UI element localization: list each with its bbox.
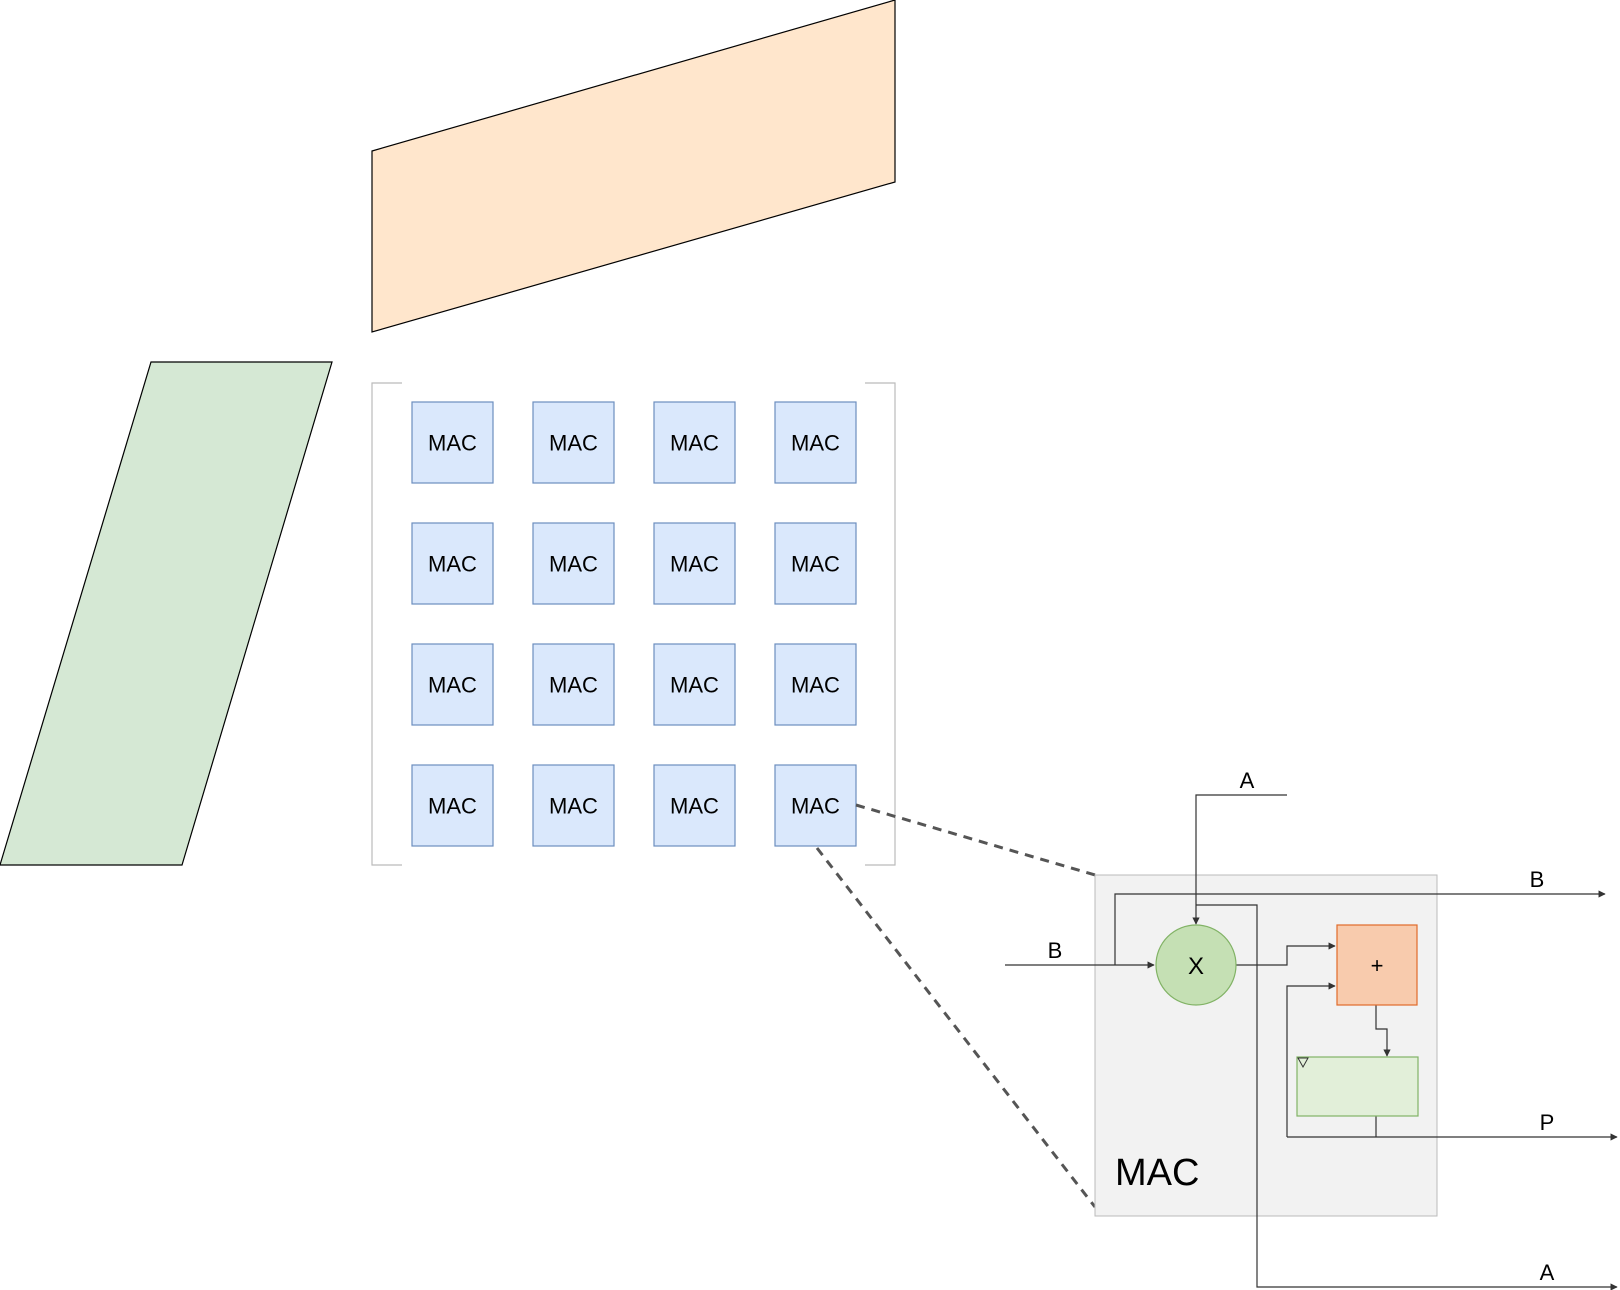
mac-wires	[1005, 794, 1618, 1290]
mac-cell-label: MAC	[670, 552, 719, 577]
mac-cell-box	[774, 522, 857, 605]
multiplier-symbol: X	[1188, 953, 1204, 980]
mac-cell: MAC	[653, 522, 736, 605]
mac-cell-box	[532, 764, 615, 847]
mac-cell-label: MAC	[791, 673, 840, 698]
mac-cell-label: MAC	[428, 552, 477, 577]
mac-cell-box	[532, 401, 615, 484]
signal-b-out-label: B	[1530, 867, 1545, 892]
zoom-lines	[815, 803, 1097, 1208]
mac-cell: MAC	[411, 522, 494, 605]
mac-cell: MAC	[532, 401, 615, 484]
mac-cell-label: MAC	[549, 673, 598, 698]
mac-cell: MAC	[653, 764, 736, 847]
mac-cell-box	[411, 401, 494, 484]
mac-cell-label: MAC	[670, 673, 719, 698]
mac-cell: MAC	[653, 643, 736, 726]
signal-a-out-label: A	[1540, 1260, 1555, 1285]
mac-cell: MAC	[532, 643, 615, 726]
mac-cell-label: MAC	[549, 794, 598, 819]
mac-cell-box	[532, 522, 615, 605]
mac-cell: MAC	[774, 764, 857, 847]
mac-grid: MAC MAC MAC MAC MAC MAC MAC MAC MAC MAC MAC MAC MAC M…	[411, 401, 857, 847]
mac-cell-label: MAC	[670, 431, 719, 456]
mac-cell-label: MAC	[791, 552, 840, 577]
mac-cell-box	[774, 643, 857, 726]
multiplier-node	[1155, 924, 1237, 1006]
left-input-matrix	[0, 361, 333, 866]
top-input-matrix	[371, 0, 896, 333]
mac-cell-box	[653, 764, 736, 847]
mac-detail-title: MAC	[1115, 1152, 1199, 1194]
mac-cell-box	[411, 522, 494, 605]
mac-cell: MAC	[653, 401, 736, 484]
mac-cell-label: MAC	[428, 794, 477, 819]
mac-cell-label: MAC	[791, 794, 840, 819]
mac-cell-box	[411, 643, 494, 726]
mac-cell-label: MAC	[670, 794, 719, 819]
mac-cell-box	[532, 643, 615, 726]
mac-cell-label: MAC	[791, 431, 840, 456]
mac-cell-box	[653, 643, 736, 726]
clock-triangle-icon	[1297, 1057, 1309, 1069]
adder-block	[1336, 924, 1418, 1006]
signal-a-in-label: A	[1240, 768, 1255, 793]
mac-cell: MAC	[532, 522, 615, 605]
mac-cell: MAC	[774, 522, 857, 605]
signal-p-out-label: P	[1540, 1110, 1555, 1135]
mac-cell: MAC	[411, 764, 494, 847]
mac-cell: MAC	[411, 401, 494, 484]
mac-cell-box	[411, 764, 494, 847]
mac-cell-box	[774, 401, 857, 484]
mac-cell-box	[774, 764, 857, 847]
mac-cell-label: MAC	[428, 431, 477, 456]
signal-b-in-label: B	[1048, 938, 1063, 963]
accumulator-register	[1296, 1056, 1419, 1117]
mac-cell: MAC	[532, 764, 615, 847]
mac-cell: MAC	[774, 401, 857, 484]
mac-cell-label: MAC	[549, 431, 598, 456]
mac-cell-label: MAC	[428, 673, 477, 698]
mac-cell-box	[653, 401, 736, 484]
mac-cell-label: MAC	[549, 552, 598, 577]
mac-cell: MAC	[774, 643, 857, 726]
mac-cell: MAC	[411, 643, 494, 726]
grid-bracket	[371, 382, 896, 866]
adder-symbol: +	[1371, 953, 1384, 978]
mac-cell-box	[653, 522, 736, 605]
